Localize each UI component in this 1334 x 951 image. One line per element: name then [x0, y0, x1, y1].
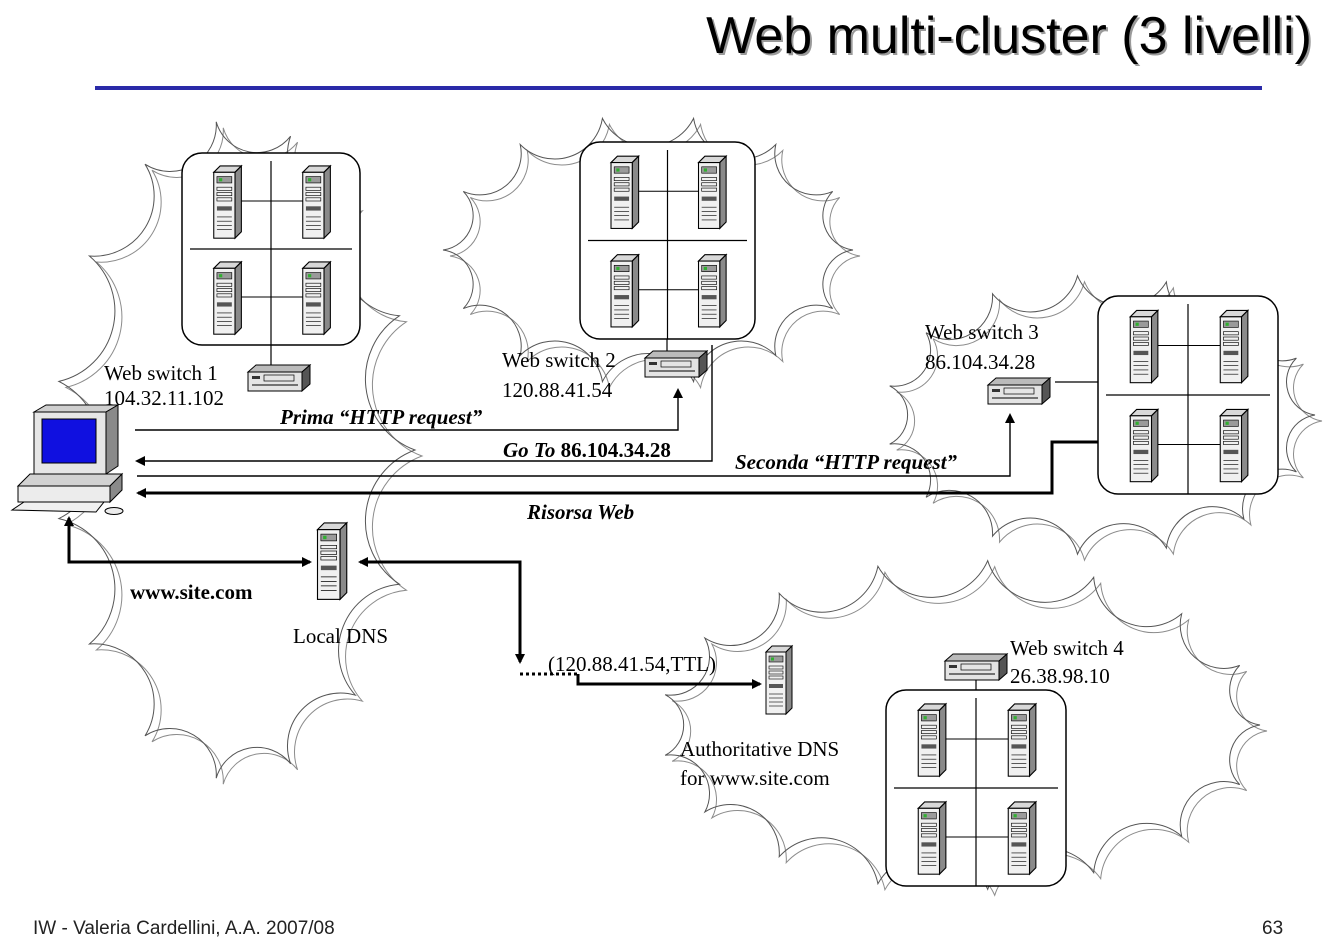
client-computer-icon — [10, 404, 124, 515]
web-switch-1-ip: 104.32.11.102 — [104, 386, 224, 410]
server-icon — [1219, 309, 1249, 384]
server-icon — [213, 261, 242, 335]
dns-answer-arrow — [576, 674, 762, 689]
server-icon — [917, 801, 947, 875]
server-icon — [1007, 801, 1037, 875]
cloud-shadow — [671, 565, 1268, 897]
local-dns-server-icon — [316, 522, 348, 601]
server-icon — [610, 254, 640, 328]
monitor-side — [105, 404, 119, 475]
first-http-request-label: Prima “HTTP request” — [280, 405, 483, 429]
query-label: www.site.com — [130, 580, 253, 604]
server-icon — [302, 165, 331, 239]
local-to-auth-dns-arrow — [358, 557, 525, 664]
server-icon — [1219, 408, 1249, 483]
server-cluster-3 — [1097, 295, 1279, 495]
web-switch-4-ip: 26.38.98.10 — [1010, 664, 1110, 688]
web-switch-2-icon — [644, 350, 708, 378]
web-switch-3-icon — [987, 377, 1051, 405]
web-resource-arrow — [136, 440, 1098, 498]
server-icon — [697, 155, 727, 229]
client-to-dns-arrow — [64, 516, 312, 567]
server-icon — [1007, 703, 1037, 777]
page-title: Web multi-cluster (3 livelli) — [706, 7, 1312, 65]
local-dns-label: Local DNS — [293, 624, 389, 648]
server-icon — [213, 165, 242, 239]
pc-case-side — [109, 472, 123, 504]
cloud-outline — [664, 559, 1261, 891]
pc-case-top — [16, 473, 124, 487]
server-icon — [302, 261, 331, 335]
page-number: 63 — [1262, 918, 1284, 939]
authoritative-dns-label: Authoritative DNS — [680, 737, 840, 761]
second-request-arrow — [137, 413, 1015, 477]
web-switch-2-name: Web switch 2 — [502, 348, 616, 372]
server-icon — [1129, 309, 1159, 384]
cloud-cluster-4 — [664, 559, 1268, 897]
second-http-request-label: Seconda “HTTP request” — [735, 450, 958, 474]
goto-label: Go To 86.104.34.28 — [503, 438, 671, 462]
keyboard — [10, 501, 106, 513]
web-switch-2-ip: 120.88.41.54 — [502, 378, 613, 402]
web-switch-4-icon — [944, 653, 1008, 681]
web-switch-4-name: Web switch 4 — [1010, 636, 1124, 660]
authoritative-dns-server-icon — [765, 645, 793, 715]
goto-prefix: Go To — [503, 438, 556, 462]
footer-text: IW - Valeria Cardellini, A.A. 2007/08 — [33, 918, 335, 939]
authoritative-dns-domain: for www.site.com — [680, 766, 830, 790]
monitor-screen — [41, 418, 97, 464]
mouse — [104, 507, 124, 515]
server-icon — [610, 155, 640, 229]
server-icon — [1129, 408, 1159, 483]
server-icon — [697, 254, 727, 328]
first-request-arrow — [135, 388, 683, 431]
pc-case — [17, 485, 111, 503]
goto-arrow — [135, 345, 713, 466]
web-switch-3-name: Web switch 3 — [925, 320, 1039, 344]
server-cluster-1 — [181, 152, 361, 346]
server-cluster-4 — [885, 689, 1067, 887]
server-icon — [917, 703, 947, 777]
web-switch-1-icon — [247, 364, 311, 392]
dns-answer-label: (120.88.41.54,TTL) — [548, 652, 716, 676]
web-switch-1-name: Web switch 1 — [104, 361, 218, 385]
server-cluster-2 — [579, 141, 756, 340]
web-resource-label: Risorsa Web — [527, 500, 635, 524]
goto-ip: 86.104.34.28 — [560, 438, 671, 462]
web-switch-3-ip: 86.104.34.28 — [925, 350, 1036, 374]
